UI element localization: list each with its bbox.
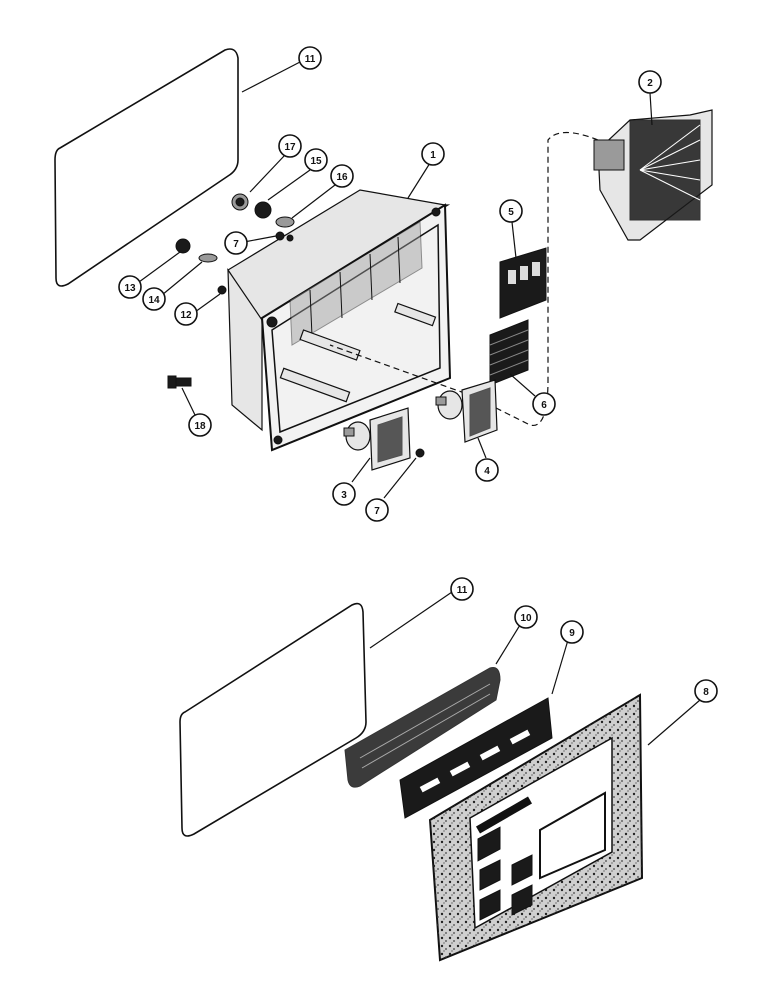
grille-9 [399, 697, 553, 819]
callout-9: 9 [560, 620, 584, 644]
callout-6: 6 [532, 392, 556, 416]
knob-17 [231, 193, 249, 211]
gasket-top [54, 48, 239, 287]
switch-plate [499, 247, 547, 319]
gasket-bottom [179, 602, 367, 837]
screw-12 [217, 285, 227, 295]
bezel-8 [428, 693, 644, 962]
callout-7-top-label: 7 [233, 239, 239, 250]
callout-4-label: 4 [484, 466, 490, 477]
switch-4 [435, 379, 498, 443]
callout-18: 18 [188, 413, 212, 437]
callout-14-label: 14 [148, 295, 160, 306]
callout-16-label: 16 [336, 172, 348, 183]
screw-7-bot [415, 448, 425, 458]
callout-15: 15 [304, 148, 328, 172]
blower-assembly [593, 109, 713, 241]
callout-8: 8 [694, 679, 718, 703]
callout-3: 3 [332, 482, 356, 506]
callout-9-label: 9 [569, 628, 575, 639]
knob-13 [175, 238, 191, 254]
callout-7-bot-label: 7 [374, 506, 380, 517]
callout-6-label: 6 [541, 400, 547, 411]
callout-10: 10 [514, 605, 538, 629]
callout-7-bot: 7 [365, 498, 389, 522]
leader-lines [138, 61, 701, 746]
callout-15-label: 15 [310, 156, 322, 167]
callout-12: 12 [174, 302, 198, 326]
callout-11-top: 11 [298, 46, 322, 70]
callout-13: 13 [118, 275, 142, 299]
callout-17: 17 [278, 134, 302, 158]
harness-dashed-line [329, 131, 599, 426]
callout-3-label: 3 [341, 490, 347, 501]
callout-1-label: 1 [430, 150, 436, 161]
housing [227, 189, 452, 452]
callout-11-bot: 11 [450, 577, 474, 601]
callout-2: 2 [638, 70, 662, 94]
callout-2-label: 2 [647, 78, 653, 89]
callout-5: 5 [499, 199, 523, 223]
clip-14 [198, 253, 218, 263]
callout-7-top: 7 [224, 231, 248, 255]
callout-10-label: 10 [520, 613, 532, 624]
callout-8-label: 8 [703, 687, 709, 698]
washer-16 [275, 216, 295, 228]
callout-11-top-label: 11 [305, 54, 316, 65]
callout-1: 1 [421, 142, 445, 166]
callout-4: 4 [475, 458, 499, 482]
callout-18-label: 18 [194, 421, 206, 432]
knob-15 [254, 201, 272, 219]
callout-12-label: 12 [180, 310, 192, 321]
callout-5-label: 5 [508, 207, 514, 218]
louver-10 [344, 667, 501, 788]
control-grid [489, 319, 529, 386]
callout-11-bot-label: 11 [457, 585, 468, 596]
callout-13-label: 13 [124, 283, 136, 294]
callout-17-label: 17 [284, 142, 296, 153]
bolt-18 [167, 375, 192, 389]
callout-16: 16 [330, 164, 354, 188]
switch-3 [343, 407, 411, 471]
callout-14: 14 [142, 287, 166, 311]
